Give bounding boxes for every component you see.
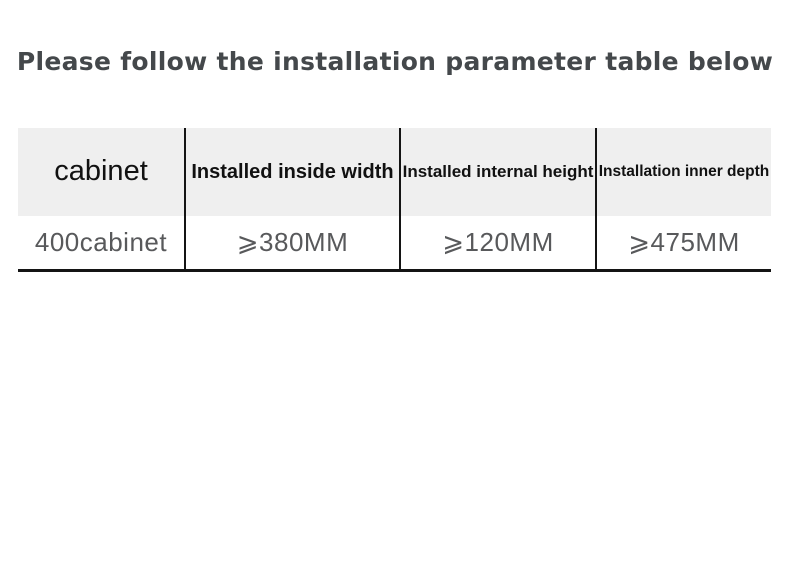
cell-inner-depth: ⩾475MM	[597, 216, 771, 269]
table-column-inner-depth: Installation inner depth ⩾475MM	[595, 128, 771, 269]
table-column-inside-width: Installed inside width ⩾380MM	[184, 128, 399, 269]
column-header-cabinet: cabinet	[18, 128, 184, 216]
cell-internal-height: ⩾120MM	[401, 216, 595, 269]
column-header-inner-depth: Installation inner depth	[597, 128, 771, 216]
installation-parameter-table: cabinet 400cabinet Installed inside widt…	[18, 128, 771, 272]
table-column-cabinet: cabinet 400cabinet	[18, 128, 184, 269]
column-header-inside-width: Installed inside width	[186, 128, 399, 216]
table-column-internal-height: Installed internal height ⩾120MM	[399, 128, 595, 269]
page-title: Please follow the installation parameter…	[16, 47, 774, 76]
cell-inside-width: ⩾380MM	[186, 216, 399, 269]
column-header-internal-height: Installed internal height	[401, 128, 595, 216]
cell-cabinet-model: 400cabinet	[18, 216, 184, 269]
